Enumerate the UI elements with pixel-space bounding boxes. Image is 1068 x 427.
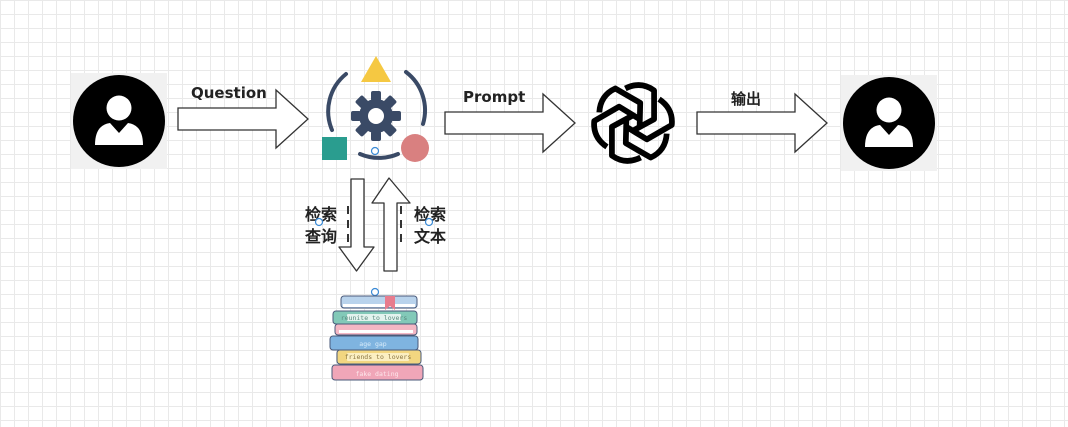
knowledge-base-books-icon: reunite to lovers age gap friends to lov… — [329, 287, 424, 381]
question-label: Question — [191, 84, 267, 102]
user-icon — [73, 75, 165, 167]
text-dash-line — [400, 206, 402, 246]
query-dash-line — [347, 206, 349, 246]
user-avatar-left — [71, 73, 167, 169]
llm-logo-icon — [591, 82, 675, 164]
output-label: 输出 — [731, 90, 762, 108]
book-title-2: age gap — [359, 340, 386, 348]
book-title-4: fake dating — [355, 370, 398, 378]
prompt-label: Prompt — [463, 88, 526, 106]
retrieval-hub-icon — [322, 56, 429, 162]
output-arrow — [696, 92, 828, 154]
prompt-arrow — [444, 92, 576, 154]
retrieve-query-label: 检索 查询 — [305, 205, 338, 246]
book-title-1: reunite to lovers — [341, 314, 408, 322]
handle-dots — [314, 217, 434, 227]
retrieval-double-arrow — [338, 177, 411, 272]
question-arrow — [177, 88, 309, 150]
user-avatar-right — [841, 75, 937, 171]
user-icon — [843, 77, 935, 169]
book-title-3: friends to lovers — [345, 353, 412, 361]
retrieve-text-label: 检索 文本 — [414, 205, 447, 246]
